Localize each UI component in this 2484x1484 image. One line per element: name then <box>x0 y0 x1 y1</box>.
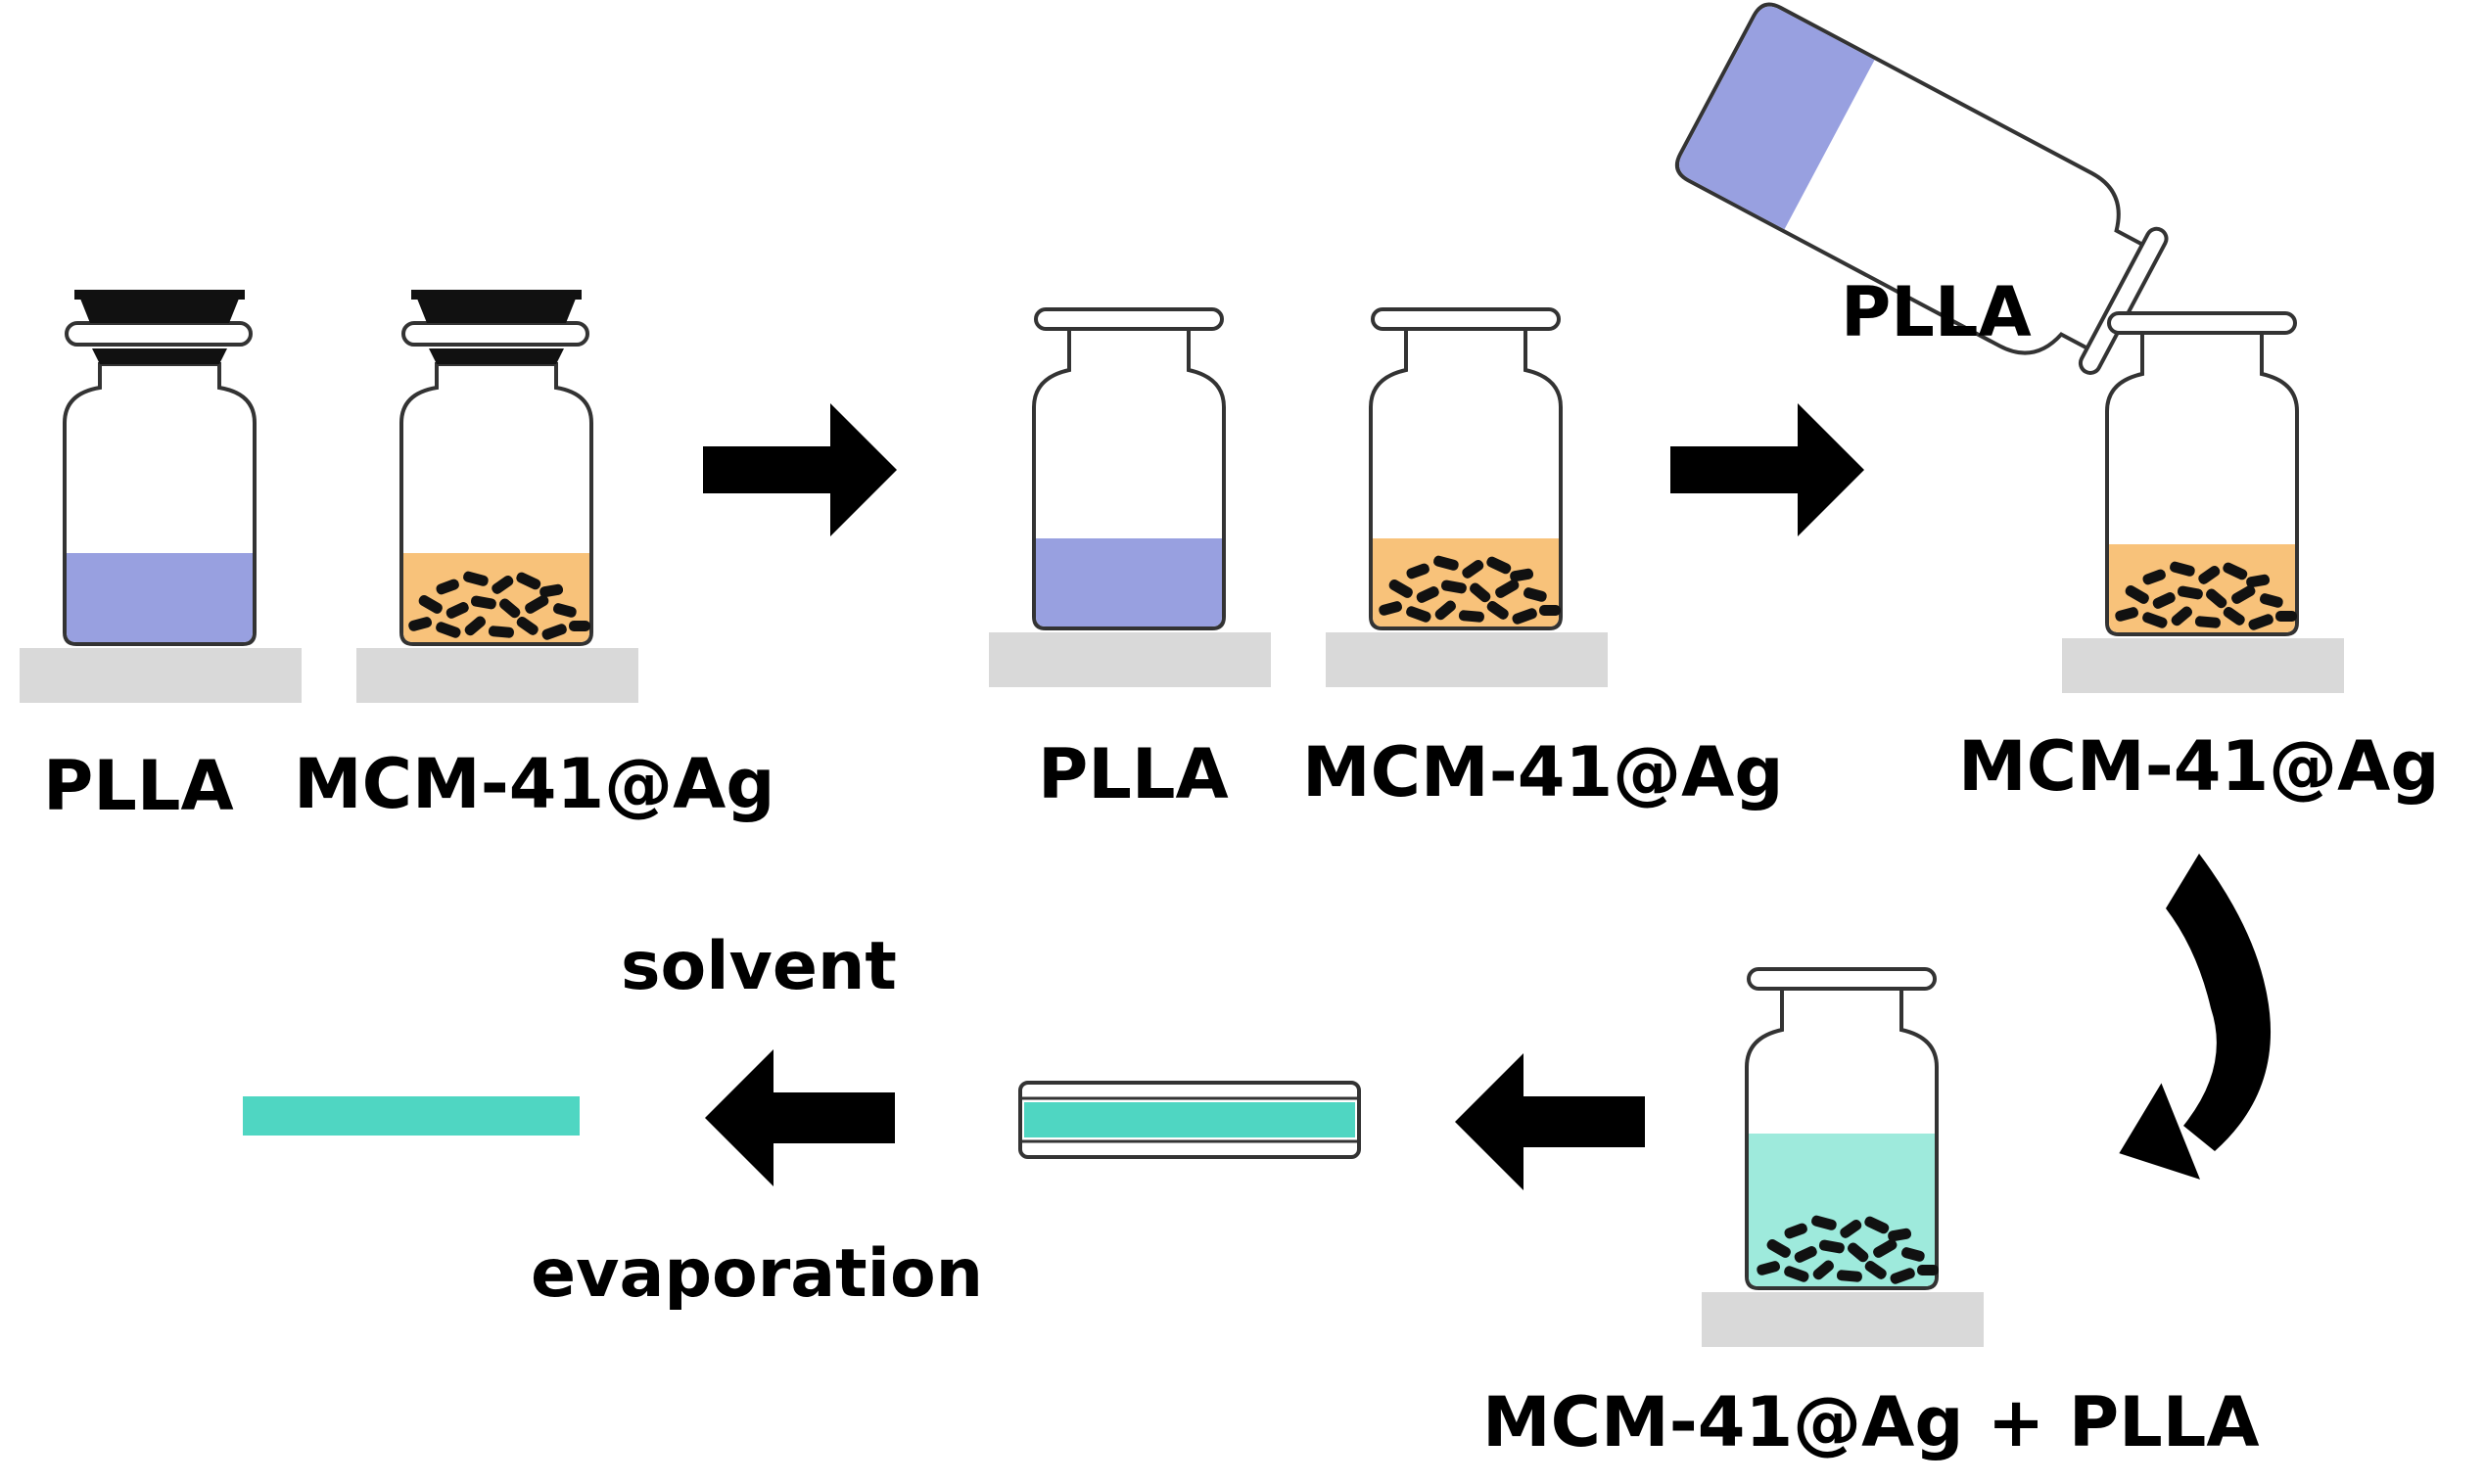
hotplate <box>1326 632 1608 687</box>
curved-arrow <box>2119 854 2272 1180</box>
label-mcm41ag-3: MCM-41@Ag <box>1958 726 2440 807</box>
capped-bottle-plla <box>63 290 257 646</box>
hotplate <box>20 648 302 703</box>
arrow-right <box>1670 403 1864 536</box>
arrow-right <box>703 403 897 536</box>
open-bottle-plla <box>1032 307 1226 630</box>
arrow-left <box>705 1049 895 1186</box>
pouring-bottle-plla <box>1674 2 2169 375</box>
label-evaporation: evaporation <box>531 1235 984 1313</box>
label-mcm41ag-1: MCM-41@Ag <box>294 744 775 824</box>
hotplate <box>2062 638 2344 693</box>
label-solvent: solvent <box>621 928 897 1005</box>
capped-bottle-mcm41ag <box>399 290 593 646</box>
mixture-bottle <box>1745 967 1939 1290</box>
label-plla-pour: PLLA <box>1841 272 2032 352</box>
label-mixture: MCM-41@Ag + PLLA <box>1482 1382 2260 1462</box>
label-plla-2: PLLA <box>1038 734 1229 814</box>
final-film <box>243 1096 580 1136</box>
arrow-left <box>1455 1053 1645 1190</box>
receiving-bottle-mcm41ag <box>2105 311 2299 636</box>
petri-dish <box>1018 1081 1361 1159</box>
label-plla-1: PLLA <box>43 746 234 826</box>
open-bottle-mcm41ag <box>1369 307 1563 630</box>
hotplate <box>356 648 638 703</box>
label-mcm41ag-2: MCM-41@Ag <box>1302 732 1784 812</box>
hotplate <box>989 632 1271 687</box>
hotplate <box>1702 1292 1984 1347</box>
